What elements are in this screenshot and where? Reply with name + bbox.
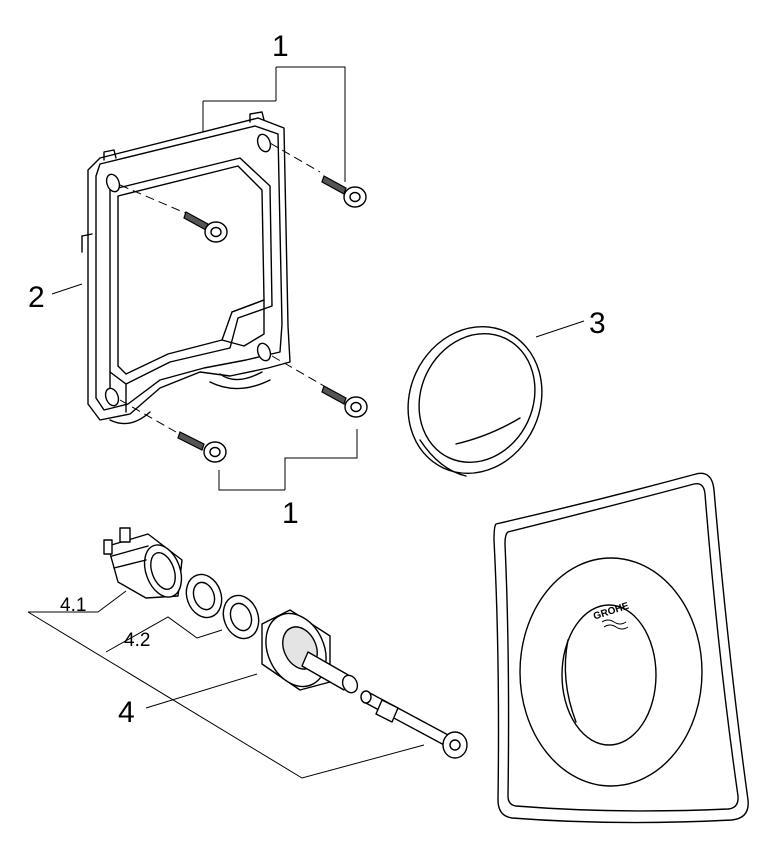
screw-top-right <box>321 175 367 208</box>
leader-line-2 <box>51 283 83 295</box>
trim-ring <box>407 325 543 477</box>
callout-4-1: 4.1 <box>60 595 86 616</box>
callout-1-top: 1 <box>272 30 289 63</box>
callout-4-2: 4.2 <box>124 630 150 651</box>
leader-lines-screws-bottom <box>218 429 358 491</box>
valve-housing <box>103 527 183 599</box>
leader-lines-4 <box>27 590 425 779</box>
callout-2: 2 <box>28 281 45 314</box>
assembly-axes <box>119 142 325 433</box>
screw-bottom-left <box>177 431 227 463</box>
callout-1-bottom: 1 <box>282 497 299 530</box>
mounting-frame <box>81 111 291 425</box>
callout-4: 4 <box>118 696 135 729</box>
leader-line-3 <box>535 320 585 338</box>
seal-rings <box>185 573 260 640</box>
valve-stem <box>360 690 468 759</box>
screw-top-left <box>183 211 228 243</box>
flush-plate <box>493 472 749 824</box>
callout-3: 3 <box>589 307 606 340</box>
valve-cartridge <box>261 609 359 694</box>
screw-bottom-right <box>321 385 368 418</box>
